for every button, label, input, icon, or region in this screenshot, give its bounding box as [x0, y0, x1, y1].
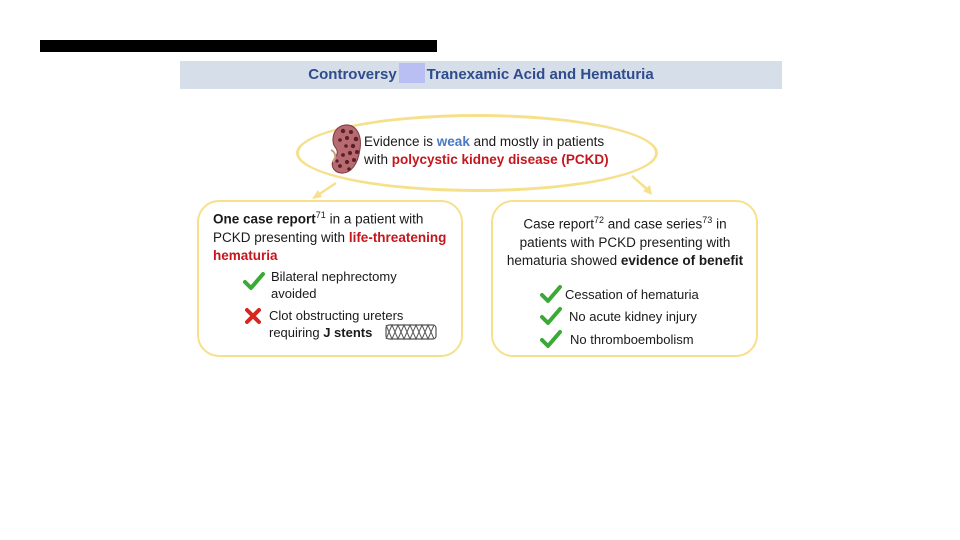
title-banner: Controversy Tranexamic Acid and Hematuria [180, 61, 782, 89]
stent-icon [385, 323, 437, 341]
left-item-nephrectomy: Bilateral nephrectomy avoided [271, 269, 397, 301]
case-series-text: and case series [603, 216, 703, 232]
check-icon [540, 330, 562, 348]
right-item-no-thrombo: No thromboembolism [570, 332, 694, 347]
ref-71: 71 [315, 210, 326, 220]
left-item-clot: Clot obstructing ureters requiring J ste… [269, 307, 419, 341]
right-heading-text: in patients with PCKD presenting with he… [506, 216, 731, 268]
evidence-weak: weak [436, 134, 470, 149]
arrow-right [631, 175, 649, 191]
kidney-icon [330, 124, 361, 174]
check-icon [540, 307, 562, 325]
j-stents: J stents [323, 325, 373, 340]
redaction-block [398, 63, 425, 84]
evidence-line1-prefix: Evidence is [364, 134, 437, 149]
evidence-of-benefit: evidence of benefit [620, 252, 744, 268]
check-icon [243, 272, 265, 290]
top-black-bar [40, 40, 437, 52]
ref-73: 73 [702, 215, 713, 225]
right-box-heading: Case report72 and case series73 in patie… [500, 211, 750, 270]
case-report-text: Case report [523, 216, 594, 232]
right-item-no-aki: No acute kidney injury [569, 309, 697, 324]
one-case-report: One case report [213, 211, 316, 227]
ref-72: 72 [593, 215, 604, 225]
evidence-pckd: polycystic kidney disease (PCKD) [391, 152, 609, 167]
arrow-left [317, 181, 337, 197]
left-box-heading: One case report71 in a patient with PCKD… [213, 206, 453, 265]
banner-title-right: Tranexamic Acid and Hematuria [426, 66, 654, 83]
clot-text: Clot obstructing ureters requiring [269, 308, 404, 340]
arrowhead-right [643, 185, 652, 195]
left-heading-text: in a patient with PCKD presenting with [213, 211, 424, 245]
cross-icon [245, 308, 261, 324]
right-item-cessation: Cessation of hematuria [565, 287, 699, 302]
life-threatening-hematuria: life-threatening hematuria [213, 229, 447, 263]
evidence-ellipse [296, 114, 658, 192]
right-evidence-box [491, 200, 758, 357]
evidence-text: Evidence is weak and mostly in patients … [364, 133, 609, 169]
evidence-line2-prefix: with [364, 152, 392, 167]
check-icon [540, 285, 562, 303]
arrowhead-left [312, 190, 322, 199]
evidence-line1-suffix: and mostly in patients [469, 134, 605, 149]
banner-title-left: Controversy [308, 66, 397, 83]
